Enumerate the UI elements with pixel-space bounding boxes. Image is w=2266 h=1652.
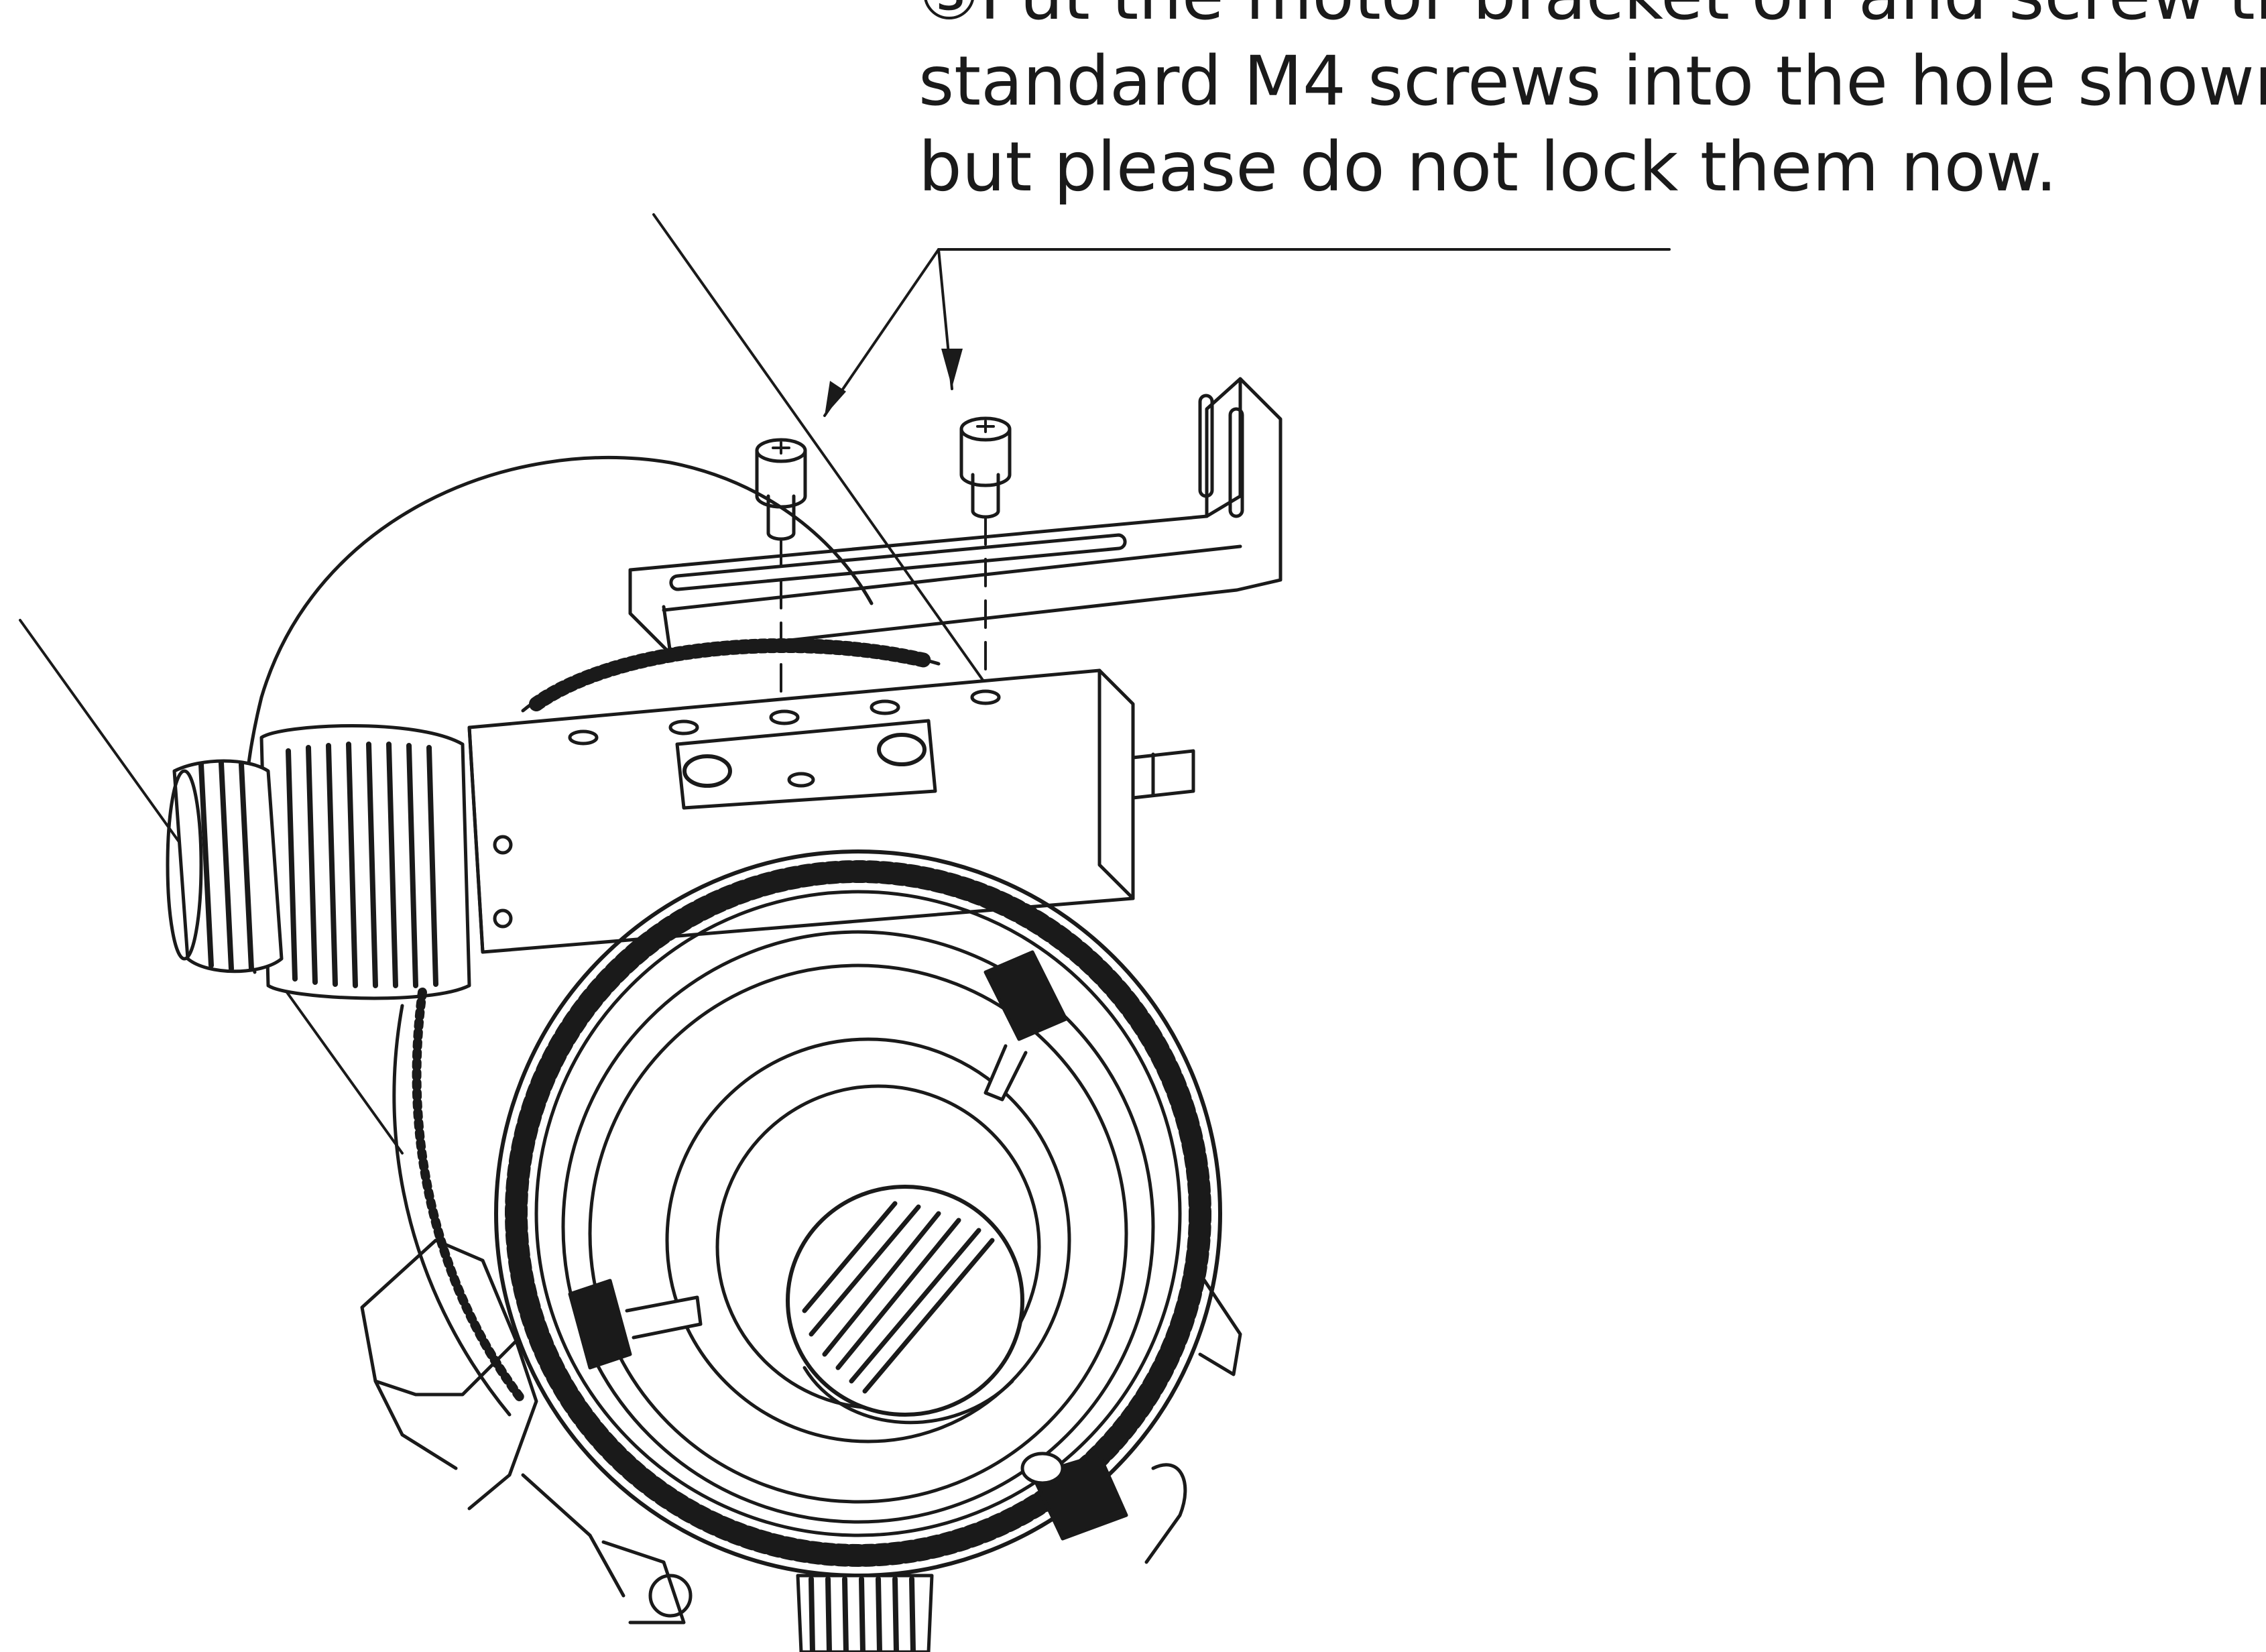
side-latch-right <box>1144 1272 1242 1564</box>
mount-ring-lower <box>392 1004 512 1417</box>
motor-bracket <box>628 377 1283 656</box>
instruction-line-3: but please do not lock them now. <box>918 127 2058 207</box>
fine-focus-knob <box>796 1574 934 1652</box>
drive-gear <box>521 638 941 713</box>
focuser-body <box>467 668 1195 954</box>
eyepiece-bore <box>786 1185 1024 1425</box>
focus-knob-left <box>166 724 471 1000</box>
tube-edge-lines <box>19 213 987 1155</box>
thumb-screw-top <box>983 950 1068 1102</box>
thumb-screw-left <box>568 1279 703 1370</box>
instruction-line-2: standard M4 screws into the hole shown, <box>918 42 2266 121</box>
outer-knurled-ring <box>494 849 1222 1578</box>
leader-arrows <box>823 248 1671 417</box>
instruction-line-1: ③Put the motor bracket on and screw the <box>918 0 2266 39</box>
instruction-text: ③Put the motor bracket on and screw the … <box>918 0 2266 211</box>
step-number: ③ <box>918 0 979 36</box>
thumb-screw-bottom <box>1020 1452 1128 1541</box>
rear-housing <box>259 456 874 699</box>
